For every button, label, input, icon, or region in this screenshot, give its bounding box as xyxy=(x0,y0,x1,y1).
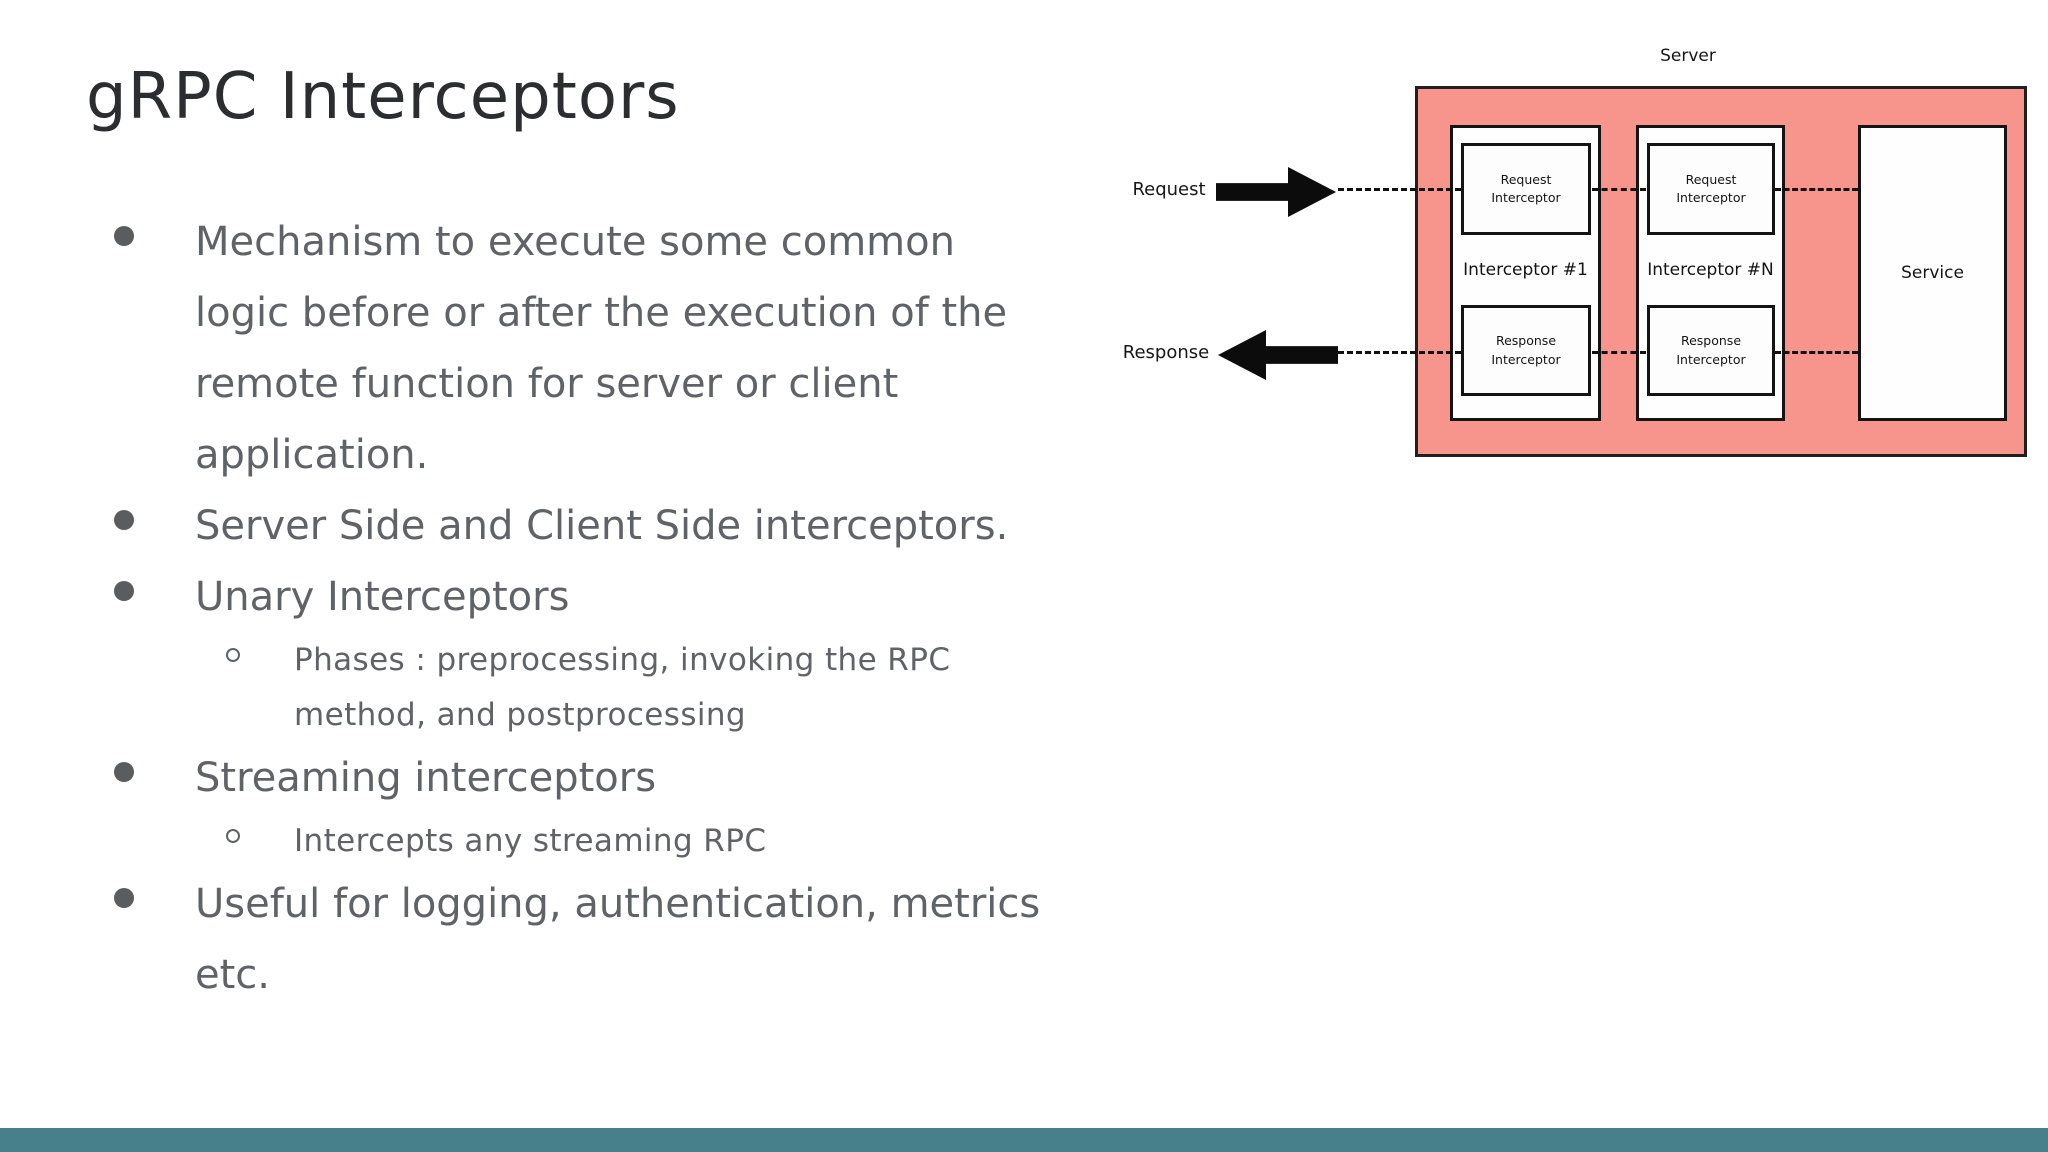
bullet-text: Phases : preprocessing, invoking the RPC… xyxy=(294,642,951,733)
request-interceptor-box: Request Interceptor xyxy=(1461,143,1591,235)
bullet-text: Useful for logging, authentication, metr… xyxy=(195,881,1041,998)
list-item: Streaming interceptors xyxy=(114,743,1184,814)
bullet-circle-icon xyxy=(226,648,240,662)
bullet-marker xyxy=(114,743,195,814)
response-label: Response xyxy=(1122,342,1210,363)
bullet-marker xyxy=(114,869,195,1011)
bullet-list: Mechanism to execute some common logic b… xyxy=(114,207,1184,1011)
page-title: gRPC Interceptors xyxy=(86,60,680,134)
footer-accent-bar xyxy=(0,1128,2048,1152)
bullet-text: Intercepts any streaming RPC xyxy=(294,823,767,859)
sub-list-item: Phases : preprocessing, invoking the RPC… xyxy=(114,633,1184,743)
response-arrow-icon xyxy=(1218,330,1338,380)
bullet-text: Mechanism to execute some common logic b… xyxy=(195,219,1008,478)
interceptor-1-label: Interceptor #1 xyxy=(1463,260,1588,280)
service-label: Service xyxy=(1901,263,1964,283)
bullet-marker xyxy=(114,562,195,633)
request-dash-line xyxy=(1775,188,1858,191)
bullet-text: Server Side and Client Side interceptors… xyxy=(195,503,1009,549)
list-item: Mechanism to execute some common logic b… xyxy=(114,207,1184,491)
bullet-dot-icon xyxy=(114,510,134,530)
bullet-dot-icon xyxy=(114,581,134,601)
response-dash-line xyxy=(1338,351,1461,354)
response-dash-line xyxy=(1592,351,1646,354)
bullet-dot-icon xyxy=(114,888,134,908)
bullet-circle-icon xyxy=(226,829,240,843)
response-interceptor-box: Response Interceptor xyxy=(1461,305,1591,396)
sub-list-item: Intercepts any streaming RPC xyxy=(114,814,1184,869)
interceptor-1-box: Request Interceptor Interceptor #1 Respo… xyxy=(1450,125,1601,421)
response-dash-line xyxy=(1775,351,1858,354)
list-item: Server Side and Client Side interceptors… xyxy=(114,491,1184,562)
request-dash-line xyxy=(1338,188,1461,191)
bullet-marker xyxy=(226,633,294,743)
response-interceptor-box: Response Interceptor xyxy=(1647,305,1775,396)
server-label: Server xyxy=(1660,46,1716,66)
bullet-dot-icon xyxy=(114,226,134,246)
request-interceptor-box: Request Interceptor xyxy=(1647,143,1775,235)
interceptor-n-label: Interceptor #N xyxy=(1647,260,1774,280)
bullet-marker xyxy=(114,207,195,491)
bullet-text: Streaming interceptors xyxy=(195,755,657,801)
bullet-marker xyxy=(114,491,195,562)
bullet-text: Unary Interceptors xyxy=(195,574,570,620)
request-dash-line xyxy=(1592,188,1646,191)
list-item: Unary Interceptors xyxy=(114,562,1184,633)
request-arrow-icon xyxy=(1216,167,1336,217)
request-label: Request xyxy=(1132,179,1206,200)
service-box: Service xyxy=(1858,125,2007,421)
list-item: Useful for logging, authentication, metr… xyxy=(114,869,1184,1011)
interceptor-n-box: Request Interceptor Interceptor #N Respo… xyxy=(1636,125,1785,421)
bullet-marker xyxy=(226,814,294,869)
bullet-dot-icon xyxy=(114,762,134,782)
